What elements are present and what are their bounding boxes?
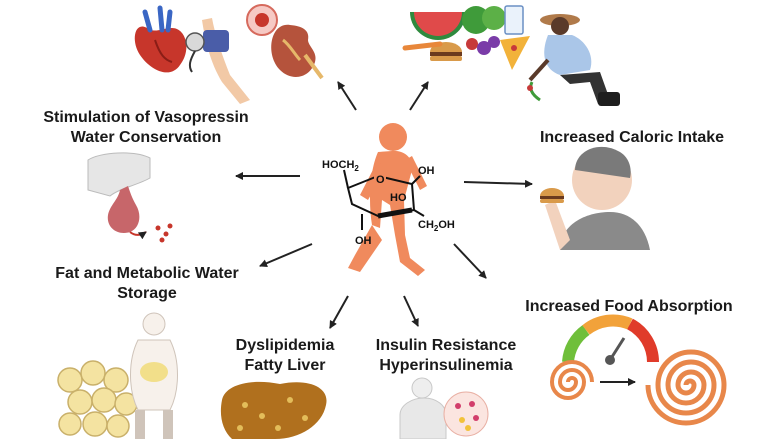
blood-pressure-arm-icon bbox=[185, 18, 250, 104]
arrows bbox=[235, 81, 533, 329]
fat-cells-icon bbox=[57, 360, 138, 438]
arrow-heart-kidney bbox=[337, 81, 357, 111]
human-figure bbox=[348, 123, 427, 276]
caloric-label: Increased Caloric Intake bbox=[532, 128, 732, 148]
vasopressin-line2: Water Conservation bbox=[70, 129, 222, 146]
dyslipidemia-line2: Fatty Liver bbox=[244, 357, 326, 374]
pituitary-illustration bbox=[87, 152, 173, 243]
insulin-line1: Insulin Resistance bbox=[375, 337, 517, 354]
burger-icon-small bbox=[540, 188, 564, 203]
insulin-line2: Hyperinsulinemia bbox=[379, 357, 513, 374]
fat-line2: Storage bbox=[117, 285, 177, 302]
oh-right-label: OH bbox=[418, 165, 435, 177]
fructose-molecule: HOCH2 O OH HO OH CH2OH bbox=[322, 159, 455, 247]
ring-oxygen-label: O bbox=[376, 174, 385, 186]
eating-person-illustration bbox=[540, 146, 650, 250]
vegetables-icon bbox=[462, 5, 524, 35]
heart-icon bbox=[134, 5, 187, 73]
dyslipidemia-label: Dyslipidemia Fatty Liver bbox=[226, 336, 344, 376]
arrow-absorption bbox=[453, 243, 487, 279]
absorption-line: Increased Food Absorption bbox=[525, 298, 733, 315]
fat-storage-illustration bbox=[57, 312, 178, 439]
obese-body-icon bbox=[130, 312, 178, 439]
fatty-liver-icon bbox=[220, 381, 327, 439]
arrow-insulin bbox=[403, 295, 419, 327]
oh-bottom-label: OH bbox=[355, 235, 372, 247]
intestine-spiral-large-icon bbox=[645, 349, 727, 426]
insulin-resistance-illustration bbox=[399, 377, 489, 439]
dyslipidemia-line1: Dyslipidemia bbox=[235, 337, 335, 354]
watermelon-icon bbox=[410, 12, 466, 40]
farmer-icon bbox=[527, 14, 620, 106]
hoch2-label: HOCH2 bbox=[322, 159, 359, 173]
ch2oh-label: CH2OH bbox=[418, 219, 455, 233]
arrow-food bbox=[409, 81, 429, 111]
arrow-dyslipidemia bbox=[329, 295, 349, 329]
fruits-icon bbox=[402, 36, 530, 70]
vasopressin-line1: Stimulation of Vasopressin bbox=[43, 109, 249, 126]
arrow-fat-storage bbox=[259, 243, 313, 267]
food-farmer-illustration bbox=[402, 5, 620, 106]
vasopressin-label: Stimulation of Vasopressin Water Conserv… bbox=[30, 108, 262, 148]
blood-vessel-icon bbox=[246, 4, 278, 36]
fat-storage-label: Fat and Metabolic Water Storage bbox=[38, 264, 256, 304]
fat-line1: Fat and Metabolic Water bbox=[55, 265, 239, 282]
insulin-label: Insulin Resistance Hyperinsulinemia bbox=[370, 336, 522, 376]
gauge-icon bbox=[562, 314, 659, 365]
ho-mid-label: HO bbox=[390, 192, 407, 204]
food-absorption-illustration bbox=[549, 314, 727, 426]
kidney-icon bbox=[271, 24, 324, 80]
intestine-spiral-small-icon bbox=[549, 360, 594, 400]
arrow-caloric bbox=[463, 179, 533, 188]
absorption-label: Increased Food Absorption bbox=[514, 297, 744, 317]
caloric-line: Increased Caloric Intake bbox=[539, 129, 725, 146]
heart-kidney-illustration bbox=[134, 4, 324, 104]
